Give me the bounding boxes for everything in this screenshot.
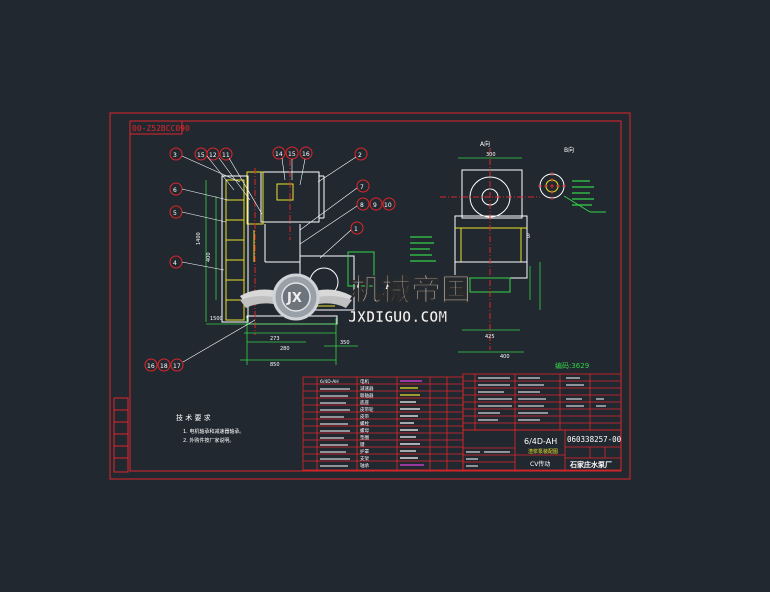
svg-text:联轴器: 联轴器 [360, 392, 374, 399]
left-strip [113, 397, 129, 473]
svg-text:10: 10 [384, 202, 392, 209]
title-box [129, 120, 183, 135]
balloons-bottom: 16 18 17 [144, 358, 184, 372]
dim-a-base: 425 [485, 334, 495, 340]
svg-text:15: 15 [288, 151, 296, 158]
svg-text:键: 键 [360, 441, 365, 448]
svg-text:400: 400 [206, 252, 212, 262]
svg-text:支架: 支架 [360, 455, 369, 462]
detail-view-b [538, 172, 606, 213]
center-notes [410, 236, 436, 262]
svg-text:螺栓: 螺栓 [360, 420, 369, 427]
balloons-top: 3 15 12 11 14 15 16 2 [169, 146, 368, 161]
view-label-b: B向 [564, 146, 574, 154]
company-name: 石家庄水泵厂 [569, 460, 612, 469]
svg-text:280: 280 [280, 346, 290, 352]
svg-text:皮带: 皮带 [360, 413, 369, 420]
svg-text:2: 2 [358, 152, 362, 159]
title-box-text: 00-Z52BCC090 [132, 124, 190, 133]
inner-frame [129, 120, 622, 472]
svg-text:底座: 底座 [360, 399, 369, 406]
svg-text:273: 273 [270, 336, 280, 342]
svg-text:3: 3 [173, 152, 177, 159]
watermark-cn: 机械帝国 [351, 273, 471, 308]
parts-list [462, 373, 622, 431]
dim-a-width: 300 [486, 152, 496, 158]
side-view-dims [458, 157, 541, 353]
svg-text:轴承: 轴承 [360, 462, 369, 469]
dimension-texts: 1500 1400 400 273 280 350 850 [196, 232, 350, 368]
svg-text:1500: 1500 [210, 316, 223, 322]
svg-text:350: 350 [340, 340, 350, 346]
svg-text:垫圈: 垫圈 [360, 434, 369, 441]
sub-label: CV传动 [530, 460, 550, 468]
svg-text:螺母: 螺母 [360, 427, 369, 434]
svg-text:皮带轮: 皮带轮 [360, 406, 374, 413]
side-view-a [440, 148, 540, 350]
view-label-a: A向 [480, 140, 490, 148]
svg-text:9: 9 [373, 202, 377, 209]
svg-text:4: 4 [173, 260, 177, 267]
svg-text:8: 8 [360, 202, 364, 209]
serial-label: 编码:3629 [555, 361, 589, 370]
tech-item-1: 1. 电机轴承和减速器轴承。 [183, 428, 244, 435]
bom-table [302, 376, 464, 471]
svg-text:电机: 电机 [360, 378, 369, 385]
drawing-number: 060338257-00 [567, 435, 622, 444]
svg-text:1: 1 [354, 226, 358, 233]
svg-text:850: 850 [270, 362, 280, 368]
outer-frame [109, 112, 631, 480]
svg-text:18: 18 [160, 363, 168, 370]
svg-text:12: 12 [209, 152, 217, 159]
watermark-en: JXDIGUO.COM [348, 308, 447, 326]
title-block [462, 429, 622, 471]
svg-text:16: 16 [302, 151, 310, 158]
b-view-notes [572, 180, 594, 206]
balloons-right: 7 8 9 10 1 [350, 179, 396, 235]
title-block-fills [466, 451, 510, 467]
svg-text:1400: 1400 [196, 232, 202, 245]
svg-text:6/4D-AH: 6/4D-AH [320, 379, 339, 385]
tech-title: 技 术 要 求 [176, 413, 211, 422]
view-marker-b: B [526, 233, 530, 240]
svg-text:16: 16 [147, 363, 155, 370]
tech-item-2: 2. 外购件按厂家说明。 [183, 437, 234, 444]
watermark-logo: JX [240, 273, 352, 321]
leader-lines [181, 155, 358, 363]
svg-text:17: 17 [173, 363, 181, 370]
model-name: 6/4D-AH [524, 437, 557, 446]
svg-text:减速器: 减速器 [360, 385, 374, 392]
bom-rows: 6/4D-AH 电机 减速器 联轴器 底座 皮带轮 皮带 螺栓 螺母 垫圈 键 … [320, 378, 374, 469]
svg-text:11: 11 [222, 152, 230, 159]
drawing-name: 渣浆泵装配图 [528, 448, 558, 455]
svg-text:护罩: 护罩 [360, 448, 369, 455]
parts-list-fills [478, 377, 606, 421]
bom-highlights [400, 380, 424, 466]
balloons-left: 6 5 4 [169, 182, 183, 269]
logo-text: JX [286, 291, 302, 306]
svg-text:7: 7 [360, 184, 364, 191]
svg-text:5: 5 [173, 210, 177, 217]
svg-text:15: 15 [197, 152, 205, 159]
dimension-lines [205, 180, 358, 365]
dim-a-overall: 400 [500, 354, 510, 360]
svg-text:14: 14 [275, 151, 283, 158]
svg-text:6: 6 [173, 187, 177, 194]
bom-code-fills [320, 388, 350, 467]
